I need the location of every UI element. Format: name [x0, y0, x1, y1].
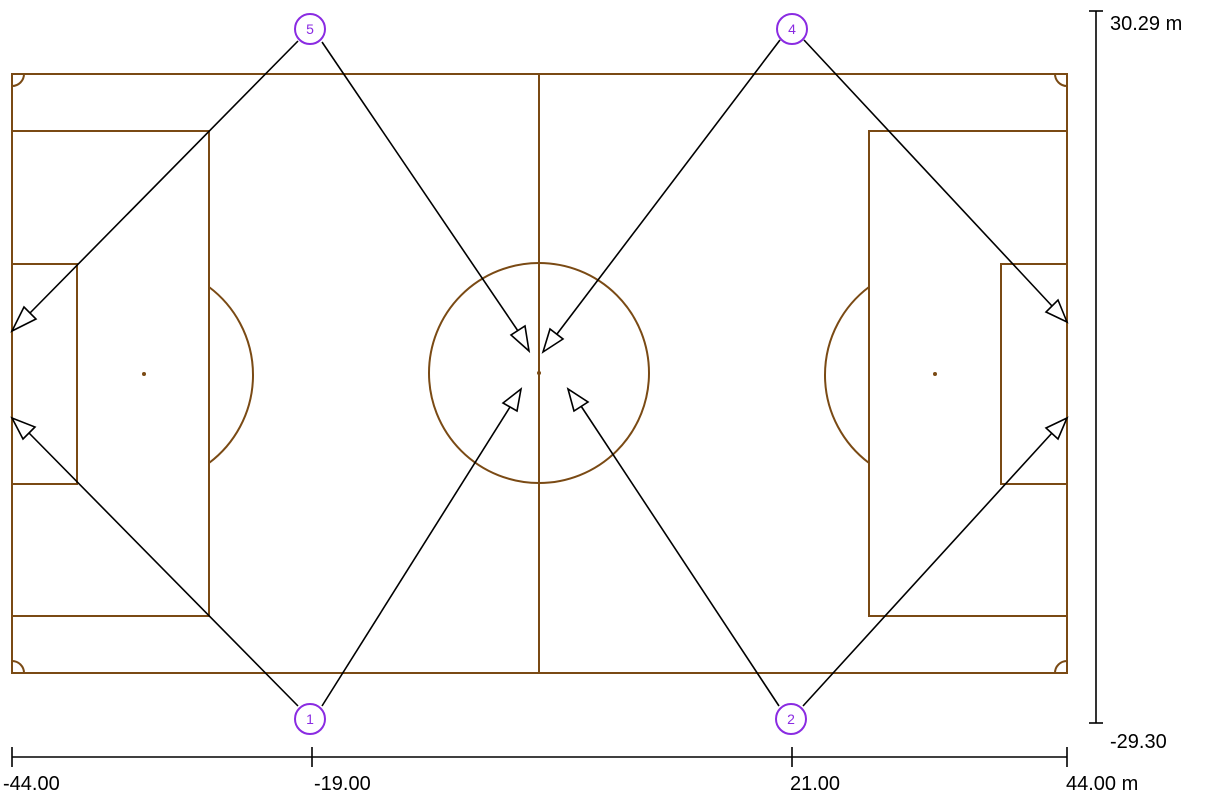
- x-label-1: -44.00: [3, 773, 60, 795]
- right-penalty-spot: [933, 372, 937, 376]
- arrow-4-to-right-goal: [803, 39, 1069, 324]
- corner-arc-bottom-right: [1054, 660, 1068, 674]
- x-label-3: 21.00: [790, 773, 840, 795]
- left-penalty-arc: [208, 286, 254, 464]
- marker-5-label: 5: [306, 21, 314, 37]
- corner-arc-top-right: [1054, 73, 1068, 87]
- marker-2-label: 2: [787, 711, 795, 727]
- center-circle: [428, 262, 650, 484]
- left-goal-area: [11, 263, 78, 485]
- arrow-5-to-center: [321, 41, 531, 354]
- arrow-5-to-left-goal: [10, 40, 299, 333]
- left-penalty-spot: [142, 372, 146, 376]
- y-label-top: 30.29 m: [1110, 13, 1182, 35]
- marker-5[interactable]: 5: [294, 13, 326, 45]
- arrows: [10, 39, 1069, 707]
- arrow-2-to-right-goal: [802, 416, 1069, 707]
- arrow-2-to-center: [566, 387, 780, 707]
- center-spot: [537, 371, 541, 375]
- marker-1[interactable]: 1: [294, 703, 326, 735]
- vertical-dimension: 30.29 m -29.30: [1089, 10, 1182, 753]
- y-label-bottom: -29.30: [1110, 731, 1167, 753]
- corner-arc-bottom-left: [11, 660, 25, 674]
- marker-4-label: 4: [788, 21, 796, 37]
- right-penalty-area: [868, 130, 1068, 617]
- right-goal-area: [1000, 263, 1068, 485]
- right-penalty-arc: [824, 286, 870, 464]
- marker-1-label: 1: [306, 711, 314, 727]
- horizontal-dimension: -44.00 -19.00 21.00 44.00 m: [3, 747, 1138, 795]
- x-label-2: -19.00: [314, 773, 371, 795]
- left-penalty-area: [11, 130, 210, 617]
- corner-arc-top-left: [11, 73, 25, 87]
- x-label-4: 44.00 m: [1066, 773, 1138, 795]
- marker-2[interactable]: 2: [775, 703, 807, 735]
- arrow-1-to-left-goal: [10, 416, 299, 707]
- markers: 5 4 1 2: [294, 13, 808, 735]
- arrow-1-to-center: [321, 387, 523, 707]
- pitch: [11, 73, 1068, 674]
- arrow-4-to-center: [541, 39, 781, 354]
- marker-4[interactable]: 4: [776, 13, 808, 45]
